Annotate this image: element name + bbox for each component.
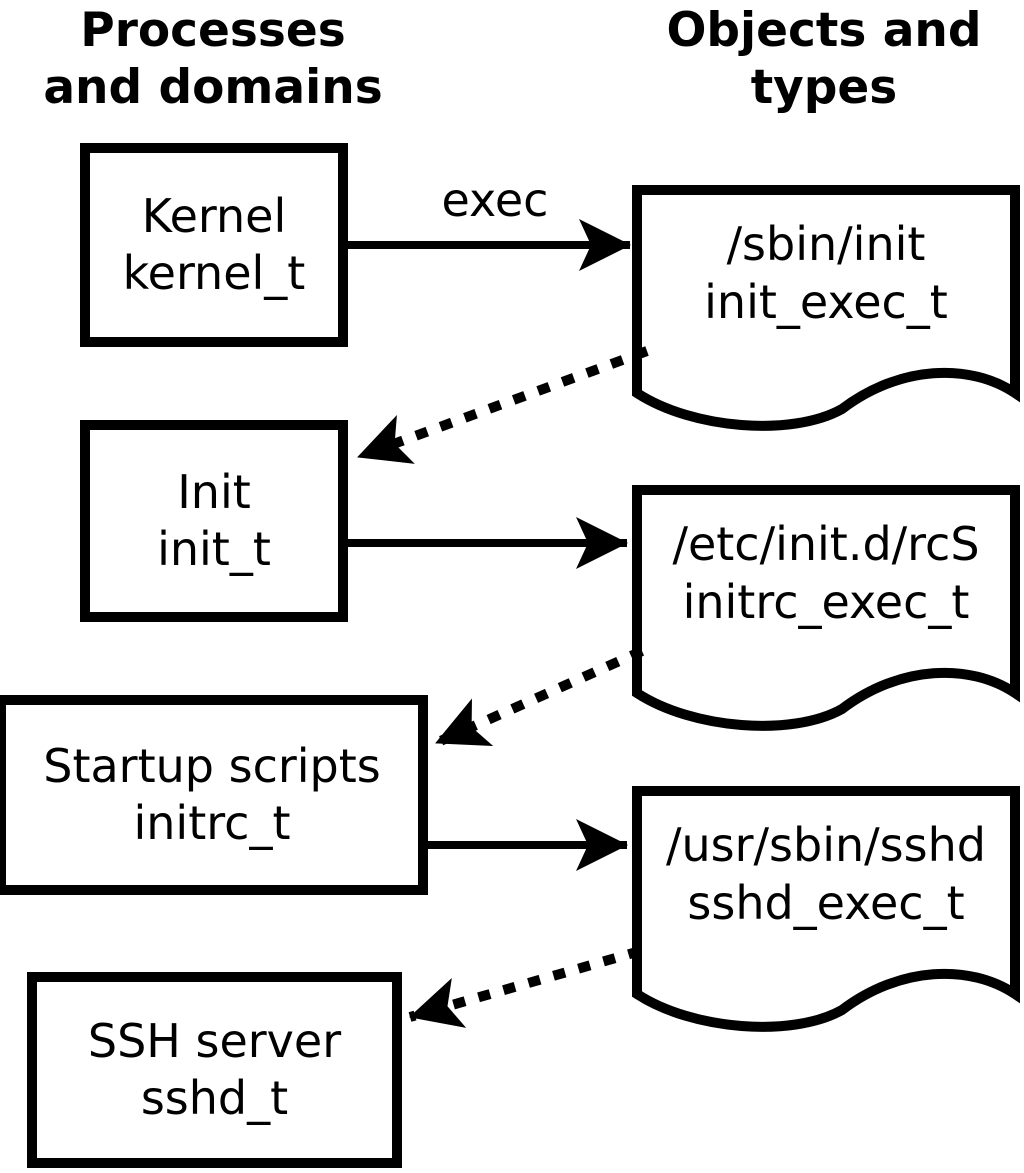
process-name: Kernel (141, 189, 287, 243)
object-doc-usr-sbin-sshd: /usr/sbin/sshd sshd_exec_t (632, 786, 1020, 1044)
object-type: initrc_exec_t (682, 575, 970, 629)
object-type: init_exec_t (704, 275, 948, 329)
process-name: SSH server (87, 1014, 342, 1068)
process-name: Init (177, 465, 251, 519)
process-box-kernel: Kernel kernel_t (80, 143, 348, 347)
transition-arrow-sshd-to-ssh-server (408, 946, 642, 1028)
transition-arrow-rcs-to-startup (433, 646, 645, 748)
process-box-init: Init init_t (80, 420, 348, 622)
object-path: /etc/init.d/rcS (672, 517, 980, 571)
object-path: /sbin/init (726, 217, 926, 271)
exec-arrow-label: exec (441, 173, 549, 227)
object-doc-etc-initd-rcs: /etc/init.d/rcS initrc_exec_t (632, 485, 1020, 743)
left-column-header: Processes and domains (15, 2, 411, 116)
document-shape-icon (632, 786, 1020, 1032)
process-domain: initrc_t (133, 796, 291, 850)
left-header-line1: Processes (80, 3, 346, 58)
object-doc-sbin-init: /sbin/init init_exec_t (632, 185, 1020, 443)
transition-arrow-sbin-init-to-init (356, 346, 649, 464)
object-type: sshd_exec_t (687, 876, 965, 930)
process-domain: init_t (157, 522, 271, 576)
process-domain: sshd_t (140, 1071, 289, 1125)
process-box-startup-scripts: Startup scripts initrc_t (0, 695, 428, 895)
right-header-line2: types (750, 60, 898, 115)
document-shape-icon (632, 185, 1020, 431)
left-header-line2: and domains (43, 60, 383, 115)
process-domain: kernel_t (122, 246, 306, 300)
process-name: Startup scripts (43, 739, 381, 793)
object-path: /usr/sbin/sshd (666, 818, 986, 872)
document-shape-icon (632, 485, 1020, 731)
right-column-header: Objects and types (628, 2, 1020, 116)
process-box-ssh-server: SSH server sshd_t (27, 972, 402, 1168)
right-header-line1: Objects and (666, 3, 982, 58)
